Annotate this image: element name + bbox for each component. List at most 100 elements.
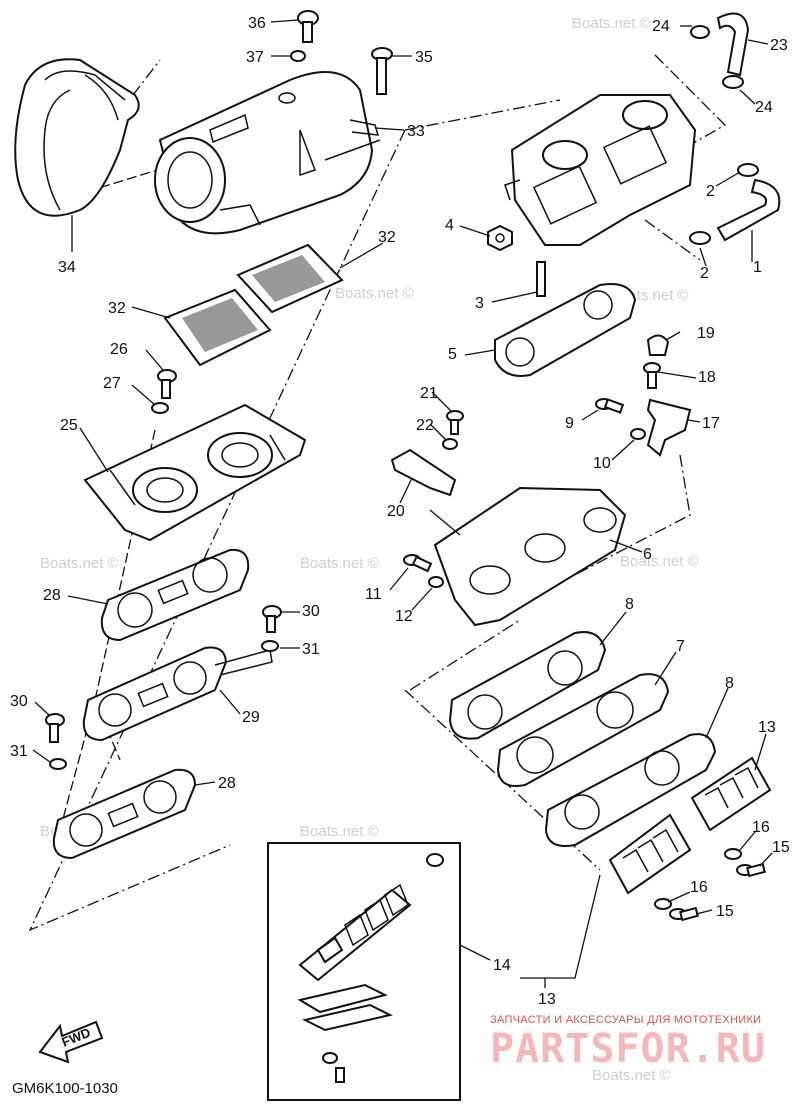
part-5-gasket [494,283,637,377]
watermark: Boats.net © [40,555,119,572]
part-10-washer [630,428,646,440]
callout-10: 10 [593,455,611,472]
callout-16: 16 [752,819,770,836]
callout-3: 3 [475,295,484,312]
part-15-screw-lower [669,906,699,922]
callout-15: 15 [772,839,790,856]
part-15-screw-upper [736,862,766,878]
callout-13: 13 [758,719,776,736]
brand-logo: PARTSFOR.RU [490,1026,766,1072]
callout-32: 32 [108,300,126,317]
forward-direction-icon: FWD [38,1020,104,1064]
callout-16: 16 [690,879,708,896]
brand-tagline: ЗАПЧАСТИ И АКСЕССУАРЫ ДЛЯ МОТОТЕХНИКИ [490,1014,761,1026]
callout-18: 18 [698,369,716,386]
callout-34: 34 [58,259,76,276]
part-24-clamp-upper [690,25,710,39]
frame-line [654,54,727,146]
callout-30: 30 [10,693,28,710]
part-16-washer-upper [724,848,742,860]
carburetor-assembly [504,94,697,246]
callout-2: 2 [706,183,715,200]
part-29-gasket-middle [82,646,273,742]
part-22-washer [442,438,458,450]
part-32-intake-screens [163,243,344,367]
part-28-gasket-upper [100,548,250,642]
callout-24: 24 [652,18,670,35]
callout-1: 1 [753,259,762,276]
frame-line [404,99,561,131]
part-30-bolt-lower [45,713,65,743]
callout-4: 4 [445,217,454,234]
callout-28: 28 [43,587,61,604]
watermark: Boats.net © [300,823,379,840]
callout-36: 36 [248,15,266,32]
callout-32: 32 [378,229,396,246]
part-21-bolt [446,410,464,435]
part-25-carburetor-base [83,403,307,542]
callout-30: 30 [302,603,320,620]
part-19-cap [646,334,670,356]
part-3-stud [536,261,546,297]
part-30-bolt-upper [262,605,282,633]
callout-19: 19 [697,325,715,342]
part-33-silencer-housing [154,71,381,235]
callout-7: 7 [676,638,685,655]
part-34-intake-elbow [14,58,140,217]
callout-25: 25 [60,417,78,434]
part-11-bolt [403,554,433,573]
part-31-washer-lower [49,758,67,770]
part-26-bolt [157,369,177,399]
callout-6: 6 [643,546,652,563]
part-31-washer-upper [261,640,279,652]
callout-12: 12 [395,608,413,625]
watermark: Boats.net © [592,1067,671,1084]
watermark: Boats.net © [620,553,699,570]
callout-11: 11 [365,586,382,603]
callout-28: 28 [218,775,236,792]
part-24-clamp-lower [722,75,744,89]
inset-frame [267,842,461,1101]
callout-8: 8 [725,675,734,692]
watermark: Boats.net © [335,285,414,302]
callout-37: 37 [246,49,264,66]
part-37-o-ring [290,50,306,62]
callout-23: 23 [770,37,788,54]
part-12-washer [428,576,444,588]
part-27-washer [151,402,169,414]
callout-17: 17 [702,415,720,432]
part-2-clamp-upper [737,163,759,177]
part-8-gasket-upper [448,631,607,740]
part-7-gasket [496,673,670,787]
part-20-bracket [390,448,457,497]
callout-2: 2 [700,265,709,282]
part-28-gasket-lower [52,768,197,860]
part-13-reed-valve-lower [608,813,692,895]
callout-29: 29 [242,709,260,726]
watermark: Boats.net © [300,555,379,572]
callout-35: 35 [415,49,433,66]
callout-24: 24 [755,99,773,116]
callout-15: 15 [716,903,734,920]
callout-13: 13 [538,991,556,1008]
callout-26: 26 [110,341,128,358]
frame-line [644,219,701,261]
part-36-screw [297,10,319,43]
callout-5: 5 [448,346,457,363]
watermark: Boats.net © [572,15,651,32]
part-13-reed-valve-upper [690,756,772,832]
callout-31: 31 [302,641,320,658]
callout-14: 14 [493,957,511,974]
part-2-clamp-lower [689,231,711,245]
callout-20: 20 [387,503,405,520]
part-18-bolt [643,362,661,389]
frame-line [28,129,406,932]
callout-27: 27 [103,375,121,392]
diagram-code: GM6K100-1030 [12,1080,118,1097]
part-9-bolt [595,398,625,414]
callout-33: 33 [407,123,425,140]
part-4-nut [487,224,513,252]
part-35-bolt [371,47,393,95]
callout-31: 31 [10,743,28,760]
